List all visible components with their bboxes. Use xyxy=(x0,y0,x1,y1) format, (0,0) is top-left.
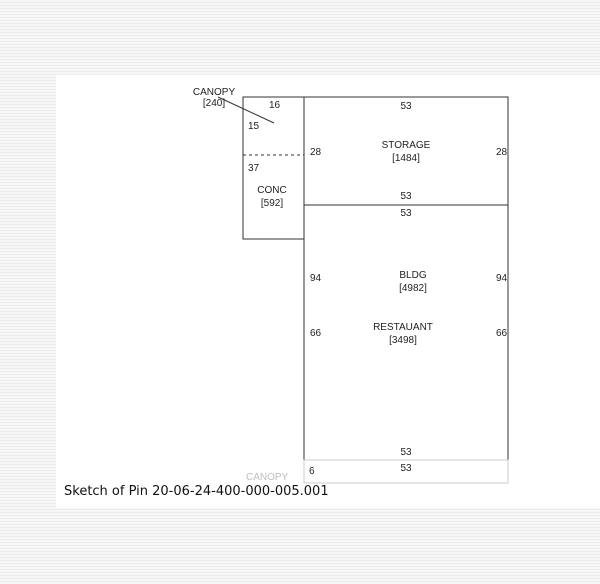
canopy-top-label: CANOPY xyxy=(192,87,236,98)
conc-label: CONC xyxy=(257,185,287,196)
conc-area: [592] xyxy=(260,198,284,209)
dim-canopy-depth: 15 xyxy=(248,121,260,132)
dim-storage-top: 53 xyxy=(400,101,412,112)
dim-storage-left: 28 xyxy=(310,147,322,158)
dim-canopy-bottom-depth: 6 xyxy=(309,466,315,477)
dim-restaurant-left: 66 xyxy=(310,328,322,339)
storage-label: STORAGE xyxy=(381,140,431,151)
dim-canopy-width: 16 xyxy=(269,100,281,111)
canopy-bottom-label: CANOPY xyxy=(246,472,289,483)
dim-canopy-bottom-top: 53 xyxy=(400,463,412,474)
storage-area: [1484] xyxy=(392,153,420,164)
canopy-bottom-outline xyxy=(303,459,509,484)
restaurant-area: [3498] xyxy=(389,335,417,346)
dim-bldg-right: 94 xyxy=(496,273,508,284)
dim-restaurant-right: 66 xyxy=(496,328,508,339)
storage-outline xyxy=(303,96,509,206)
dim-storage-right: 28 xyxy=(496,147,508,158)
canopy-leader-line xyxy=(217,96,275,124)
dim-bldg-top: 53 xyxy=(400,208,412,219)
building-sketch xyxy=(217,96,509,484)
dim-storage-bottom: 53 xyxy=(400,191,412,202)
dim-bldg-bottom: 53 xyxy=(400,447,412,458)
dim-bldg-left: 94 xyxy=(310,273,322,284)
bldg-label: BLDG xyxy=(399,270,427,281)
canopy-top-area: [240] xyxy=(202,98,226,109)
dim-conc-depth: 37 xyxy=(248,163,260,174)
sketch-panel: CANOPY [240] 16 15 37 CONC [592] 53 28 2… xyxy=(56,75,600,508)
restaurant-label: RESTAUANT xyxy=(373,322,433,333)
bldg-area: [4982] xyxy=(399,283,427,294)
sketch-caption: Sketch of Pin 20-06-24-400-000-005.001 xyxy=(64,484,329,499)
